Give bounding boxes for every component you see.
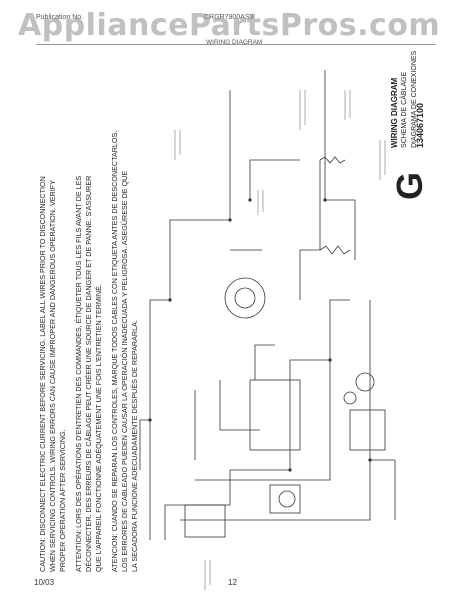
wire-ground bbox=[370, 459, 396, 520]
wire-motor-run bbox=[230, 359, 330, 471]
footer-date: 10/03 bbox=[34, 578, 55, 587]
wire-sensor-loop bbox=[249, 159, 300, 200]
relay-block bbox=[349, 409, 386, 451]
watermark: AppliancePartsPros.com bbox=[18, 8, 441, 43]
wire-main-l1 bbox=[149, 90, 231, 540]
component-symbols bbox=[319, 156, 375, 405]
wire-gas-valve bbox=[324, 70, 356, 260]
model-number: CRGR7900AS3 bbox=[204, 14, 254, 21]
title-line-2: SCHEMA DE CÂBLAGE bbox=[401, 71, 408, 148]
motor-symbol bbox=[224, 277, 296, 508]
terminal-dots bbox=[148, 198, 372, 472]
wire-timer-run bbox=[195, 299, 350, 481]
wire-bottom-run bbox=[180, 300, 371, 521]
timer-block bbox=[184, 504, 226, 538]
title-line-1: WIRING DIAGRAM bbox=[390, 77, 399, 148]
title-letter: G bbox=[389, 171, 430, 200]
footer-page: 12 bbox=[228, 578, 237, 587]
control-block bbox=[249, 379, 301, 451]
wire-stub-1 bbox=[139, 419, 150, 470]
wire-start-switch bbox=[254, 344, 275, 380]
publication-label: Publication No. bbox=[36, 14, 84, 21]
label-marks bbox=[174, 90, 386, 590]
wire-heater-run bbox=[299, 160, 321, 300]
wire-door-switch bbox=[219, 380, 260, 431]
motor-box bbox=[269, 484, 301, 514]
part-number: 134067100 bbox=[415, 102, 425, 148]
header-rule bbox=[36, 44, 436, 45]
section-title: WIRING DIAGRAM bbox=[206, 39, 263, 46]
